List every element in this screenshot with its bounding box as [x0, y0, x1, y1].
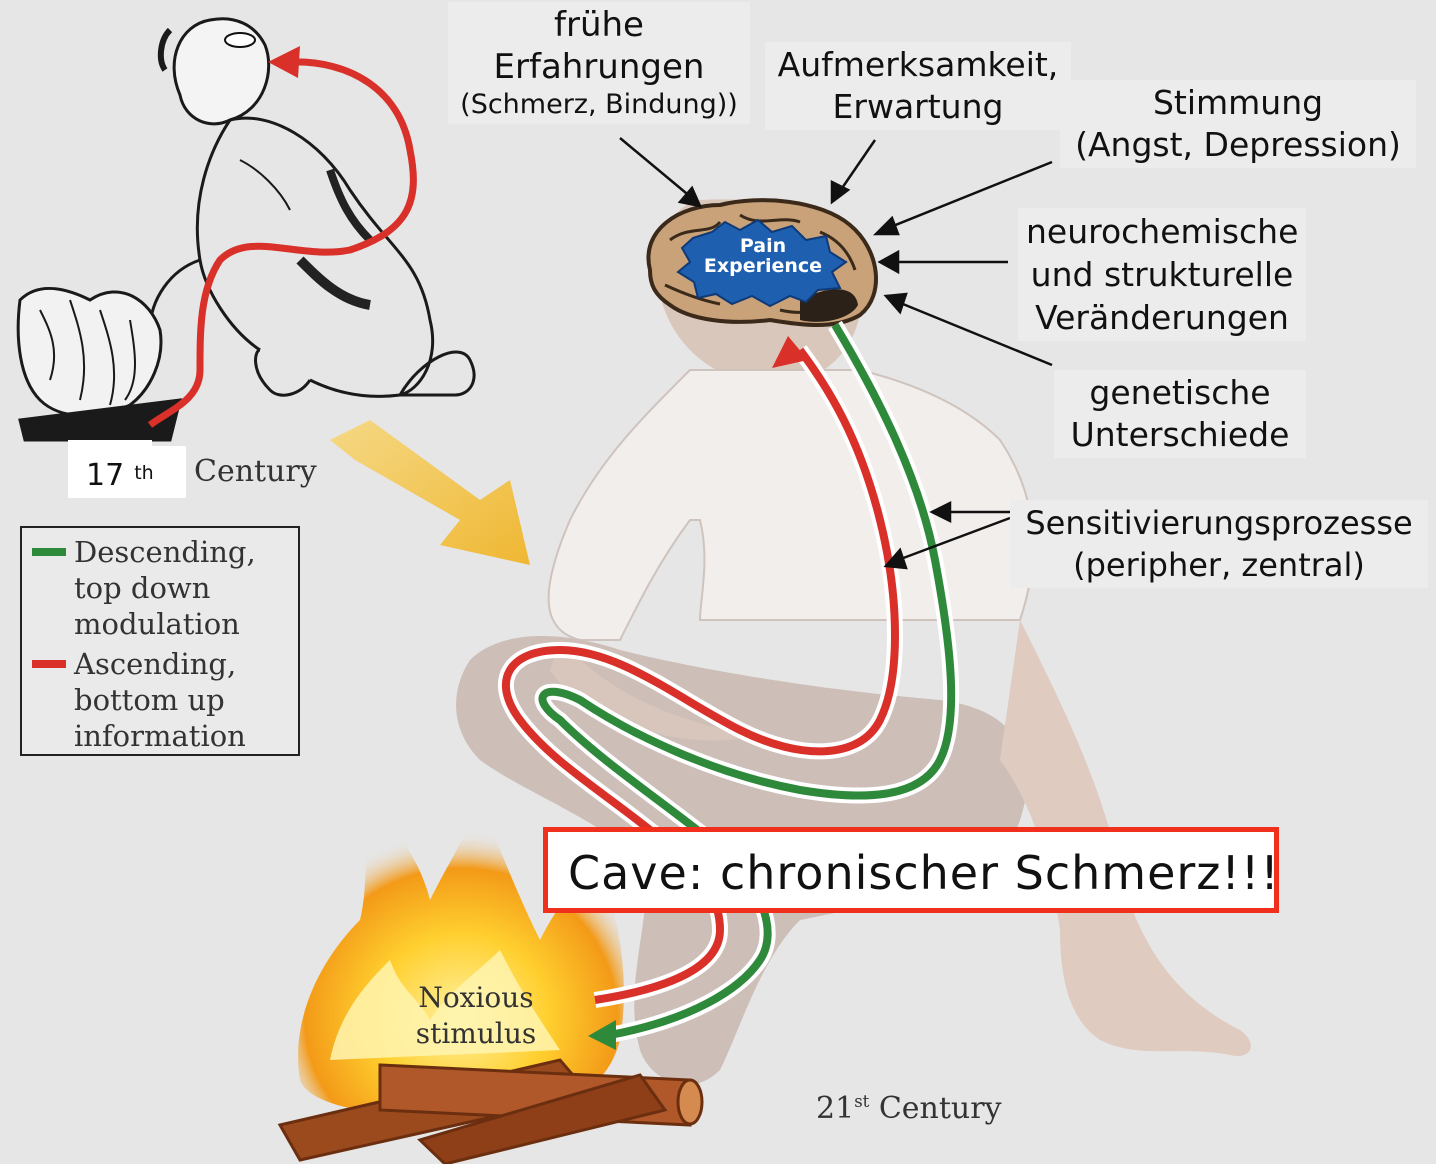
transition-arrow: [330, 420, 530, 565]
woodcut-ascending-arrowhead: [268, 46, 300, 78]
label-stimmung: Stimmung (Angst, Depression): [1060, 80, 1416, 168]
century21-word: Century: [879, 1091, 1002, 1126]
stimmung-line2: (Angst, Depression): [1068, 124, 1408, 166]
label-aufmerksamkeit: Aufmerksamkeit, Erwartung: [765, 42, 1071, 130]
sensitivierung-line2: (peripher, zentral): [1018, 544, 1420, 586]
label-sensitivierung: Sensitivierungsprozesse (peripher, zentr…: [1010, 500, 1428, 588]
noxious-line1: Noxious: [396, 980, 556, 1016]
aufmerksamkeit-line1: Aufmerksamkeit,: [773, 44, 1063, 86]
legend: Descending, top down modulation Ascendin…: [20, 526, 300, 756]
legend-text-descending: Descending, top down modulation: [74, 534, 256, 642]
label-17th-century-word: Century: [194, 452, 317, 492]
arrow-fruehe: [620, 138, 692, 198]
label-17th-century-number: 17 th: [68, 446, 186, 498]
label-neurochemische: neurochemische und strukturelle Veränder…: [1018, 208, 1306, 341]
century17-sup: th: [134, 462, 154, 484]
century21-sup: st: [854, 1092, 869, 1111]
brain-label-line1: Pain: [740, 235, 786, 257]
stimmung-line1: Stimmung: [1068, 82, 1408, 124]
sensitivierung-line1: Sensitivierungsprozesse: [1018, 502, 1420, 544]
legend-swatch-descending: [32, 548, 66, 556]
cave-highlight-box: Cave: chronischer Schmerz!!!: [543, 827, 1279, 913]
fruehe-line3: (Schmerz, Bindung)): [456, 88, 742, 122]
brain-label-line2: Experience: [704, 255, 822, 277]
label-fruehe-erfahrungen: frühe Erfahrungen (Schmerz, Bindung)): [448, 2, 750, 124]
neuro-line3: Veränderungen: [1026, 296, 1298, 339]
legend-text-ascending: Ascending, bottom up information: [74, 646, 246, 754]
label-genetische: genetische Unterschiede: [1054, 370, 1306, 458]
legend-entry-descending: Descending, top down modulation: [32, 534, 294, 644]
century21-num: 21: [816, 1091, 854, 1126]
neuro-line2: und strukturelle: [1026, 253, 1298, 296]
woodcut-ascending-path: [150, 62, 413, 425]
aufmerksamkeit-line2: Erwartung: [773, 86, 1063, 128]
legend-swatch-ascending: [32, 660, 66, 668]
label-noxious-stimulus: Noxious stimulus: [396, 980, 556, 1052]
arrowhead-stimmung: [876, 218, 898, 234]
arrow-aufmerksamkeit: [838, 140, 875, 194]
label-21st-century: 21st Century: [816, 1082, 1002, 1129]
woodcut-figure: [18, 19, 474, 486]
cave-text: Cave: chronischer Schmerz!!!: [568, 846, 1280, 900]
fruehe-line2: Erfahrungen: [456, 46, 742, 88]
genetische-line2: Unterschiede: [1062, 414, 1298, 456]
brain-label: Pain Experience: [690, 236, 836, 276]
fruehe-line1: frühe: [456, 4, 742, 46]
arrowhead-genetische: [886, 294, 906, 312]
legend-entry-ascending: Ascending, bottom up information: [32, 646, 294, 756]
noxious-line2: stimulus: [396, 1016, 556, 1052]
neuro-line1: neurochemische: [1026, 210, 1298, 253]
arrowhead-neuro: [880, 252, 898, 272]
genetische-line1: genetische: [1062, 372, 1298, 414]
century17-num: 17: [86, 458, 124, 493]
pineal-gland-marker: [225, 33, 255, 47]
